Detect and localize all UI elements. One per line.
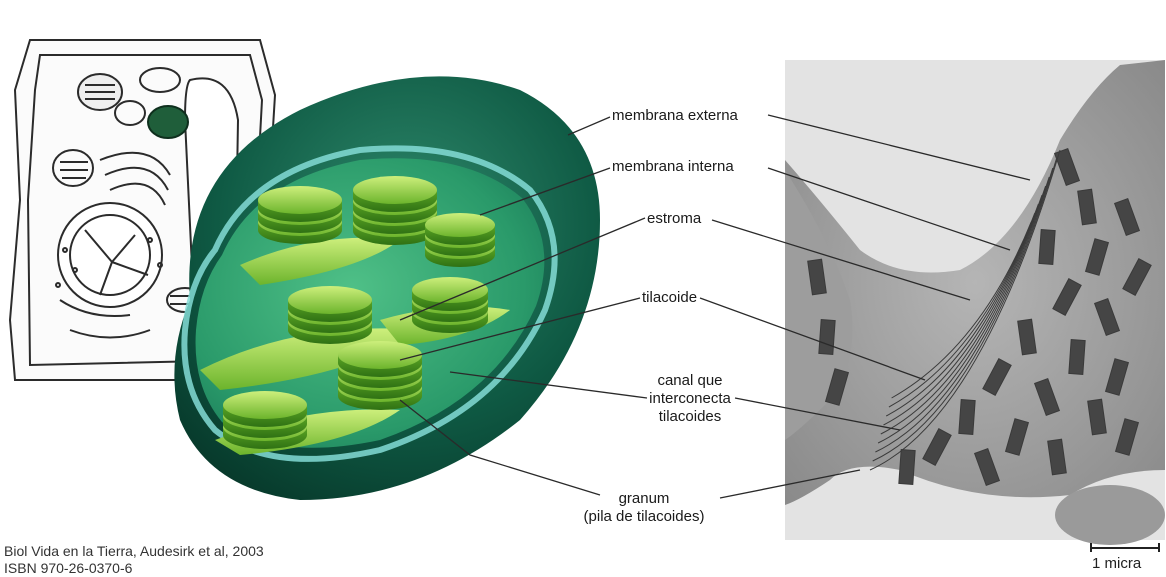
label-granum: granum (pila de tilacoides): [568, 490, 720, 526]
label-canal-line3: tilacoides: [646, 408, 734, 426]
label-membrana-interna: membrana interna: [612, 158, 734, 176]
thylakoid-disk: [288, 286, 372, 314]
thylakoid-disk: [223, 391, 307, 419]
label-granum-line2: (pila de tilacoides): [568, 508, 720, 526]
scale-bar-label: 1 micra: [1092, 555, 1141, 572]
label-estroma: estroma: [647, 210, 701, 228]
label-membrana-externa: membrana externa: [612, 107, 738, 125]
micrograph-granum: [1069, 340, 1085, 375]
citation-source: Biol Vida en la Tierra, Audesirk et al, …: [4, 543, 264, 560]
micrograph-granum: [959, 400, 975, 435]
label-tilacoide: tilacoide: [642, 289, 697, 307]
thylakoid-disk: [425, 213, 495, 237]
thylakoid-disk: [258, 186, 342, 214]
label-granum-line1: granum: [568, 490, 720, 508]
micrograph-granum: [1039, 230, 1055, 265]
micrograph-granum: [899, 450, 915, 485]
label-canal: canal que interconecta tilacoides: [646, 372, 734, 426]
citation-isbn: ISBN 970-26-0370-6: [4, 560, 132, 577]
thylakoid-disk: [353, 176, 437, 204]
thylakoid-disk: [338, 341, 422, 369]
micrograph-granum: [819, 320, 835, 355]
label-canal-line1: canal que: [646, 372, 734, 390]
label-canal-line2: interconecta: [646, 390, 734, 408]
